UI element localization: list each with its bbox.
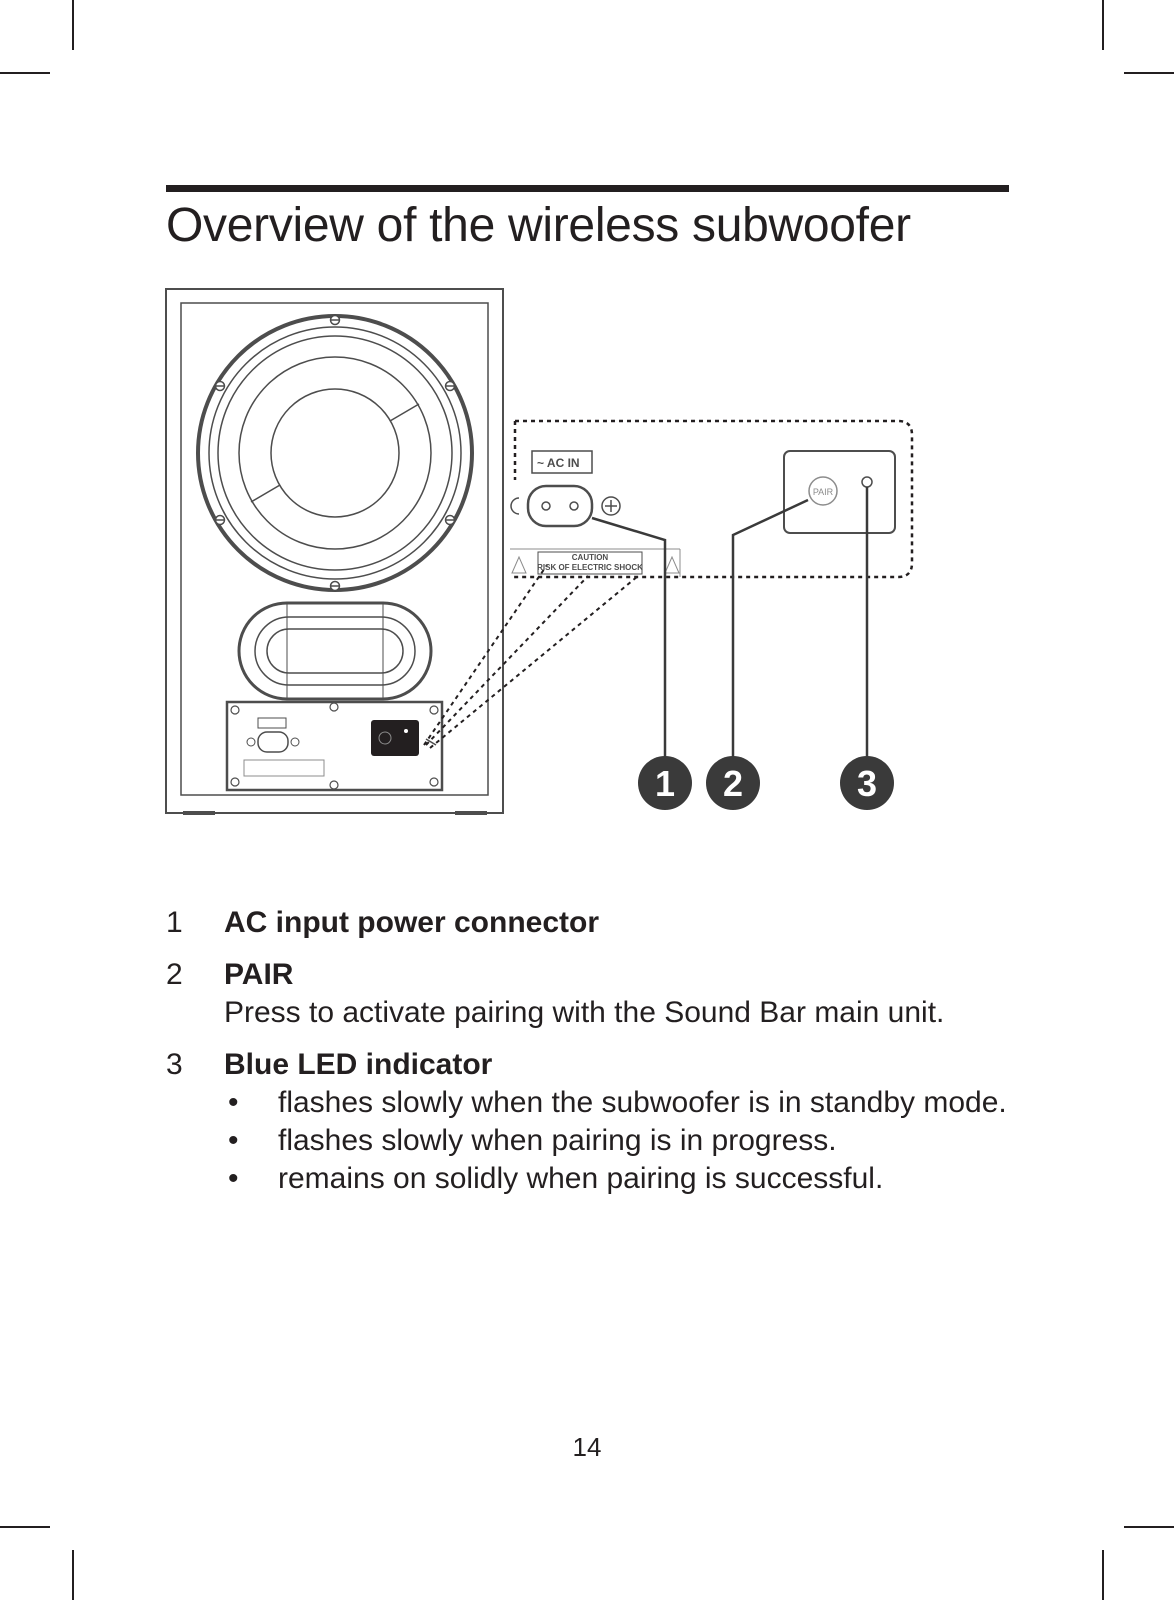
legend-item-title: Blue LED indicator <box>224 1048 493 1081</box>
crop-mark-bottom-right-horizontal <box>1124 1526 1174 1528</box>
bass-port <box>237 601 433 701</box>
legend-item-body: PAIR Press to activate pairing with the … <box>224 956 1026 1032</box>
enlarged-panel-view: ~ AC IN CAUTION RISK OF ELECTRIC SHOCK P… <box>510 419 914 579</box>
list-item-text: remains on solidly when pairing is succe… <box>278 1162 884 1195</box>
crop-mark-bottom-right-vertical <box>1102 1550 1104 1600</box>
page-title: Overview of the wireless subwoofer <box>166 199 911 252</box>
led-indicator <box>861 476 873 488</box>
bullet-icon: • <box>228 1086 239 1119</box>
woofer-driver <box>196 314 474 592</box>
legend-item-number: 1 <box>166 906 183 939</box>
pair-button-label: PAIR <box>813 487 834 497</box>
subwoofer-diagram: ~ AC IN CAUTION RISK OF ELECTRIC SHOCK P… <box>165 288 914 815</box>
ac-inlet: ~ AC IN <box>510 450 621 528</box>
crop-mark-top-right-vertical <box>1102 0 1104 50</box>
page-number: 14 <box>572 1432 602 1462</box>
pair-button-area: PAIR <box>783 450 896 534</box>
crop-mark-bottom-left-vertical <box>72 1550 74 1600</box>
caution-text: RISK OF ELECTRIC SHOCK <box>537 563 643 572</box>
callout-3: 3 <box>840 756 894 810</box>
list-item: • remains on solidly when pairing is suc… <box>224 1160 1026 1198</box>
legend-item-title: PAIR <box>224 958 294 991</box>
legend-item-pair: 2 PAIR Press to activate pairing with th… <box>166 956 1026 1032</box>
legend-item-number: 3 <box>166 1048 183 1081</box>
list-item: • flashes slowly when the subwoofer is i… <box>224 1084 1026 1122</box>
caution-title: CAUTION <box>572 553 609 562</box>
legend-item-ac-input: 1 AC input power connector <box>166 904 1026 942</box>
legend-item-blue-led: 3 Blue LED indicator • flashes slowly wh… <box>166 1046 1026 1198</box>
led-behavior-list: • flashes slowly when the subwoofer is i… <box>224 1084 1026 1198</box>
caution-label: CAUTION RISK OF ELECTRIC SHOCK <box>510 548 681 577</box>
small-rear-panel <box>225 700 444 792</box>
crop-mark-top-left-horizontal <box>0 72 50 74</box>
list-item: • flashes slowly when pairing is in prog… <box>224 1122 1026 1160</box>
section-rule <box>166 185 1009 192</box>
bullet-icon: • <box>228 1162 239 1195</box>
callout-2: 2 <box>706 756 760 810</box>
bullet-icon: • <box>228 1124 239 1157</box>
woofer-screws <box>214 314 456 592</box>
component-legend: 1 AC input power connector 2 PAIR Press … <box>166 904 1026 1212</box>
callout-3-label: 3 <box>857 763 877 804</box>
list-item-text: flashes slowly when pairing is in progre… <box>278 1124 837 1157</box>
legend-item-title: AC input power connector <box>224 906 599 939</box>
leader-lines <box>591 487 869 758</box>
callout-1: 1 <box>638 756 692 810</box>
callout-2-label: 2 <box>723 763 743 804</box>
legend-item-body: AC input power connector <box>224 904 1026 942</box>
crop-mark-top-left-vertical <box>72 0 74 50</box>
ac-in-label: ~ AC IN <box>537 456 580 470</box>
pair-button <box>808 476 838 506</box>
legend-item-number: 2 <box>166 958 183 991</box>
list-item-text: flashes slowly when the subwoofer is in … <box>278 1086 1007 1119</box>
zoom-guide-lines <box>423 564 639 749</box>
legend-item-body: Blue LED indicator • flashes slowly when… <box>224 1046 1026 1198</box>
crop-mark-top-right-horizontal <box>1124 72 1174 74</box>
crop-mark-bottom-left-horizontal <box>0 1526 50 1528</box>
callout-1-label: 1 <box>655 763 675 804</box>
legend-item-description: Press to activate pairing with the Sound… <box>224 996 945 1029</box>
subwoofer-cabinet <box>165 288 504 815</box>
